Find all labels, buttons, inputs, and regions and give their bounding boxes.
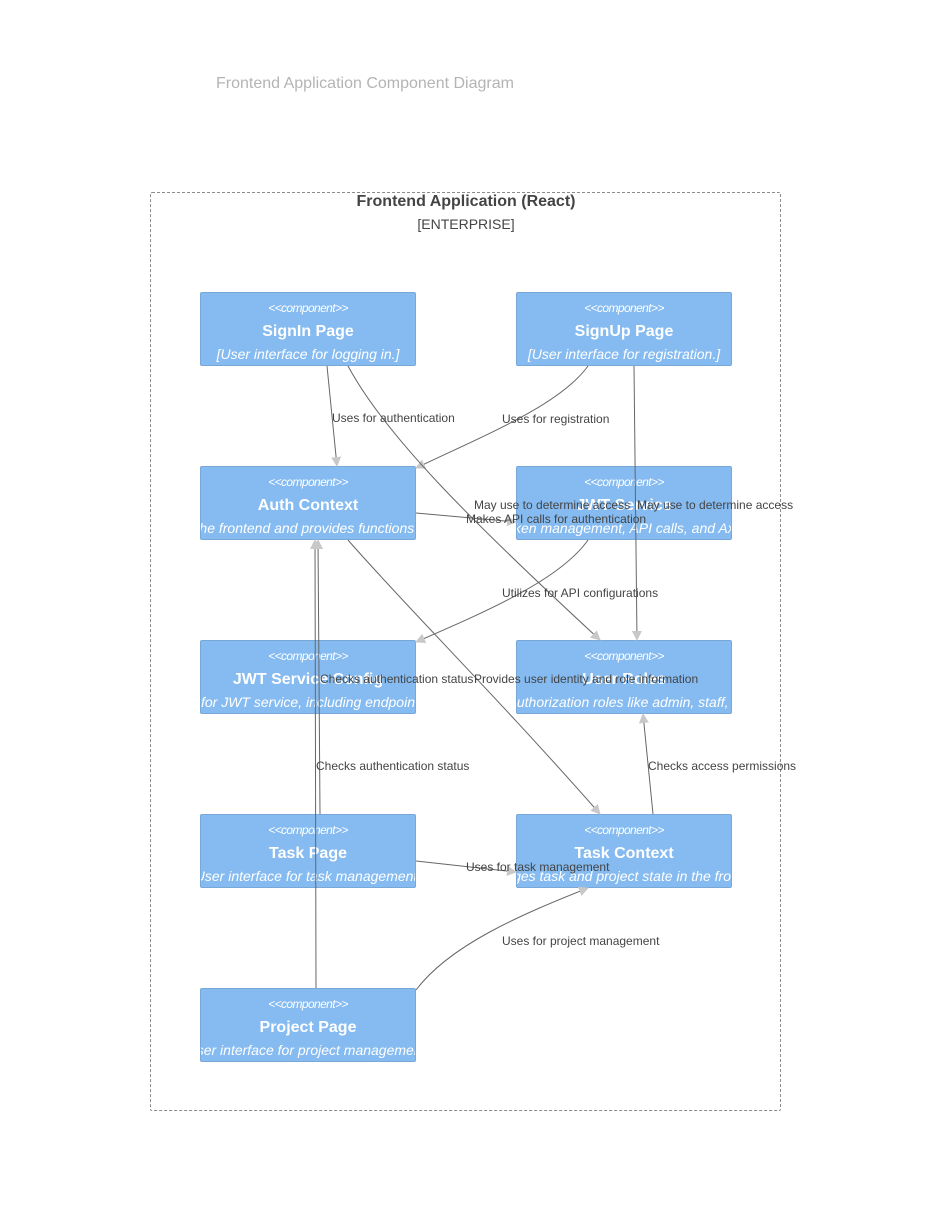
component-description: [Defines authorization roles like admin,…: [516, 694, 731, 710]
component-name: SignIn Page: [262, 323, 354, 340]
relation-label-jwt-config: Utilizes for API configurations: [502, 586, 659, 600]
relation-label-taskctx-roles: Checks access permissions: [648, 759, 797, 773]
relation-label-auth-jwt: Makes API calls for authentication: [466, 512, 647, 526]
diagram-title: Frontend Application Component Diagram: [216, 75, 514, 92]
relation-label-signin-roles: May use to determine access: [637, 498, 794, 512]
edge-task-page-to-auth: [313, 539, 324, 815]
stereotype-label: <<component>>: [584, 823, 664, 837]
component-name: JWT Service Config: [232, 671, 384, 688]
system-boundary: [150, 192, 781, 1111]
component-name: Auth Context: [257, 497, 359, 514]
component-user-roles[interactable]: <<component>> User Roles [Defines author…: [516, 640, 732, 714]
component-task-page[interactable]: <<component>> Task Page [User interface …: [200, 814, 416, 888]
component-signin-page[interactable]: <<component>> SignIn Page [User interfac…: [200, 292, 416, 366]
component-description: [User interface for registration.]: [527, 346, 721, 362]
relation-label-auth-roles: May use to determine access: [474, 498, 631, 512]
edge-task-page-to-task-context: [415, 860, 517, 876]
stereotype-label: <<component>>: [268, 649, 348, 663]
edge-signin-to-auth-context: [326, 365, 342, 467]
component-name: Task Page: [269, 845, 347, 862]
component-description: [Handles JWT token management, API calls…: [516, 520, 731, 536]
component-jwt-service-config[interactable]: <<component>> JWT Service Config [Config…: [200, 640, 416, 714]
component-project-page[interactable]: <<component>> Project Page [User interfa…: [200, 988, 416, 1062]
component-jwt-service[interactable]: <<component>> JWT Service [Handles JWT t…: [516, 466, 732, 540]
relation-label-signup-auth: Uses for registration: [502, 412, 610, 426]
component-name: Task Context: [574, 845, 674, 862]
edge-jwt-service-to-config: [415, 539, 589, 643]
component-description: [Manages task and project state in the f…: [517, 868, 731, 884]
edge-auth-to-task-context: [347, 539, 601, 815]
component-description: [User interface for project management.]: [201, 1042, 415, 1058]
relation-label-task-taskctx: Uses for task management: [466, 860, 610, 874]
component-description: [Manages authentication state in the fro…: [200, 520, 415, 536]
stereotype-label: <<component>>: [268, 475, 348, 489]
edge-project-page-to-auth: [310, 539, 321, 989]
boundary-tag: [ENTERPRISE]: [417, 216, 515, 232]
edge-signin-to-user-roles: [347, 365, 601, 641]
edge-auth-to-jwt-service: [415, 512, 517, 527]
relation-label-auth-taskctx: Provides user identity and role informat…: [474, 672, 699, 686]
component-name: User Roles: [582, 671, 666, 688]
component-description: [Configurations for JWT service, includi…: [200, 694, 415, 710]
component-description: [User interface for logging in.]: [216, 346, 400, 362]
component-auth-context[interactable]: <<component>> Auth Context [Manages auth…: [200, 466, 416, 540]
edge-signup-to-user-roles: [631, 365, 642, 641]
component-name: JWT Service: [576, 497, 672, 514]
component-name: Project Page: [259, 1019, 357, 1036]
stereotype-label: <<component>>: [268, 301, 348, 315]
relation-label-project-auth: Checks authentication status: [316, 759, 470, 773]
stereotype-label: <<component>>: [268, 823, 348, 837]
relation-label-task-auth: Checks authentication status: [320, 672, 474, 686]
relation-label-project-taskctx: Uses for project management: [502, 934, 660, 948]
component-task-context[interactable]: <<component>> Task Context [Manages task…: [516, 814, 732, 888]
stereotype-label: <<component>>: [584, 475, 664, 489]
stereotype-label: <<component>>: [584, 649, 664, 663]
edge-task-context-to-user-roles: [638, 713, 654, 815]
component-name: SignUp Page: [574, 323, 674, 340]
edge-signup-to-auth-context: [415, 365, 589, 469]
component-signup-page[interactable]: <<component>> SignUp Page [User interfac…: [516, 292, 732, 366]
stereotype-label: <<component>>: [268, 997, 348, 1011]
component-description: [User interface for task management.]: [200, 868, 416, 884]
stereotype-label: <<component>>: [584, 301, 664, 315]
boundary-title: Frontend Application (React): [356, 193, 576, 210]
edge-project-page-to-task-context: [415, 886, 589, 991]
relation-label-signin-auth: Uses for authentication: [332, 411, 455, 425]
